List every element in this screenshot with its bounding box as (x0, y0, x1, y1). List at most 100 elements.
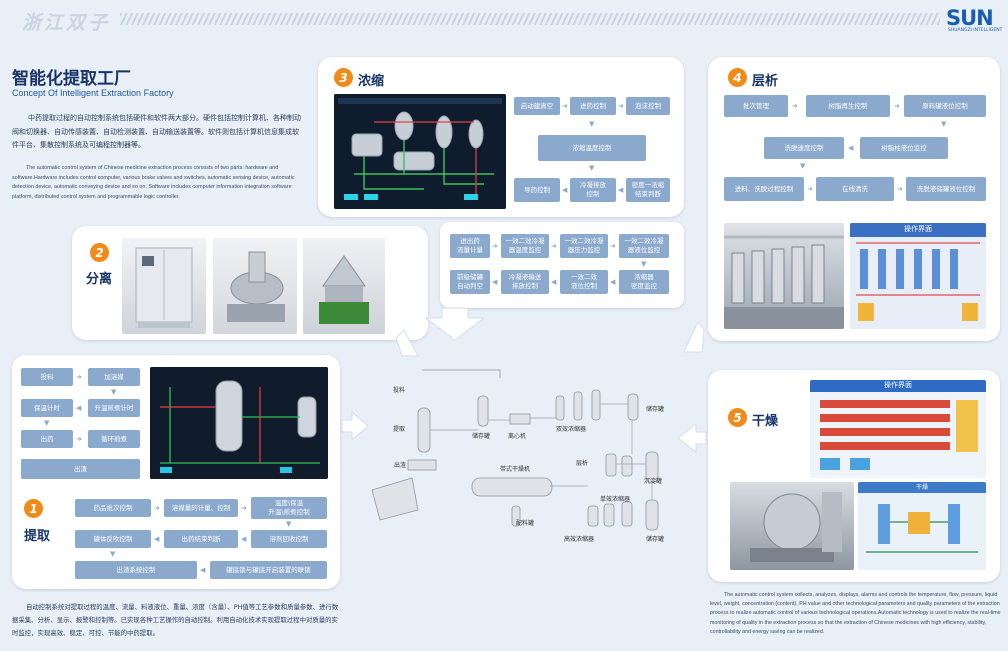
flow-box: 原料罐液位控制 (904, 95, 986, 117)
bottom-description-cn: 自动控制系统对提取过程的温度、流量、料液液位、重量、浓度（含量）、PH值等工艺参… (12, 603, 339, 637)
flow-box: 循环煎煮 (88, 430, 140, 448)
arrow-down-icon: ▼ (111, 388, 117, 396)
arrow-right-icon: ➜ (154, 504, 160, 512)
section-number-badge: 2 (90, 243, 109, 262)
arrow-down-icon: ▼ (286, 520, 292, 528)
section-number-badge: 1 (24, 499, 43, 518)
arrow-down-icon: ▼ (641, 260, 647, 268)
section-number-badge: 4 (728, 68, 747, 87)
flow-box: 冷凝液输送 排放控制 (501, 270, 549, 294)
drying-hmi-screen: 操作界面 (810, 380, 986, 478)
page-header: 浙江双子 SUN SHUANGZI INTELLIGENT (0, 0, 1008, 40)
flow-box: 批次管理 (724, 95, 788, 117)
process-label: 沉淀罐 (644, 478, 663, 485)
flow-box: 树脂柱液位监控 (860, 137, 948, 159)
flow-box: 冷凝排放 控制 (570, 178, 616, 202)
section-separation-card: 2 分离 (72, 226, 428, 340)
arrow-right-icon: ➜ (807, 185, 813, 193)
arrow-right-icon: ➜ (551, 242, 557, 250)
arrow-right-icon: ➜ (897, 185, 903, 193)
flow-box: 温度\保温 升温\煎煮控制 (251, 497, 327, 519)
flow-box: 进出药 流量计量 (450, 234, 490, 258)
process-label: 储存罐 (472, 433, 491, 440)
arrow-left-icon: ◀ (551, 278, 557, 286)
section-title-drying: 干燥 (752, 414, 779, 429)
screen-title: 操作界面 (904, 225, 932, 233)
flow-box: 导药控制 (514, 178, 560, 202)
process-label: 层析 (576, 460, 589, 467)
arrow-left-icon: ◀ (562, 186, 568, 194)
flow-box: 罐体反吹控制 (75, 530, 151, 548)
concentrate-flow-panel: 进出药 流量计量 ➜ 一效二效冷凝 器温度监控 ➜ 一效二效冷凝 器压力监控 ➜… (440, 222, 684, 308)
section-extraction-card: 投料 ➜ 加溶媒 ▼ 保温计时 ◀ 升温煎煮计时 ▼ 出药 ➜ 循环煎煮 出渣 … (12, 355, 340, 589)
centrifuge-photo (213, 238, 297, 334)
flow-box: 出渣系统控制 (75, 561, 197, 579)
chromatography-plant-photo (724, 223, 844, 329)
dryer-photo (730, 482, 854, 570)
flow-box: 罐底锁与罐底开启装置的联锁 (210, 561, 327, 579)
separator-cabinet-photo (122, 238, 206, 334)
flow-box: 进料、洗脱过程控制 (724, 177, 804, 201)
disc-separator-photo (303, 238, 385, 334)
arrow-down-icon: ▼ (110, 550, 116, 558)
process-label: 储存罐 (646, 406, 665, 413)
page-title: 智能化提取工厂 (12, 69, 131, 89)
flow-box: 溶剂回收控制 (251, 530, 327, 548)
concentrate-scada-screen (334, 94, 506, 209)
intro-paragraph-cn: 中药提取过程的自动控制系统包括硬件和软件两大部分。硬件包括控制计算机、各种制动阀… (12, 114, 301, 149)
process-label: 储存罐 (646, 536, 665, 543)
arrow-left-icon: ◀ (241, 535, 247, 543)
process-label: 单效浓缩器 (600, 496, 631, 503)
process-label: 带式干燥机 (500, 466, 531, 473)
arrow-left-icon: ◀ (492, 278, 498, 286)
intro-paragraph-en: The automatic control system of Chinese … (12, 165, 295, 200)
process-label: 高效浓缩器 (564, 536, 595, 543)
arrow-down-icon: ▼ (44, 419, 50, 427)
screen-title: 操作界面 (884, 381, 912, 389)
flow-box: 一效二效冷凝 器温度监控 (501, 234, 549, 258)
flow-box: 浓缩温度控制 (538, 135, 646, 161)
flow-box: 出药 (21, 430, 73, 448)
flow-box: 一效二效 液位控制 (560, 270, 608, 294)
process-flow-diagram: 投料 提取 出渣 储存罐 离心机 双效浓缩器 储存罐 层析 沉淀罐 带式干燥机 … (360, 360, 680, 560)
arrow-down-icon: ▼ (589, 120, 595, 128)
flow-box: 洗脱速度控制 (764, 137, 844, 159)
arrow-down-icon: ▼ (941, 120, 947, 128)
flow-box: 出渣 (21, 459, 140, 479)
chromatography-hmi-screen: 操作界面 (850, 223, 986, 329)
flow-box: 洗脱液储罐液位控制 (906, 177, 986, 201)
process-label: 配料罐 (516, 520, 535, 527)
section-title-concentrate: 浓缩 (358, 74, 385, 89)
flow-box: 进药控制 (570, 97, 616, 115)
arrow-left-icon: ◀ (200, 566, 206, 574)
arrow-down-icon: ▼ (589, 164, 595, 172)
sun-logo: SUN SHUANGZI INTELLIGENT (946, 6, 1003, 33)
arrow-left-icon: ◀ (618, 186, 624, 194)
arrow-left-icon: ◀ (848, 144, 854, 152)
arrow-right-icon: ➜ (792, 102, 798, 110)
flow-box: 泡沫控制 (626, 97, 670, 115)
flow-box: 一效二效冷凝 器液位监控 (619, 234, 669, 258)
flow-box: 加溶媒 (88, 368, 140, 386)
process-label: 离心机 (508, 433, 527, 440)
flow-box: 溶媒量的计量、控制 (164, 499, 238, 517)
arrow-right-icon: ➜ (618, 102, 624, 110)
arrow-left-icon: ◀ (76, 404, 82, 412)
section-number-badge: 5 (728, 408, 747, 427)
flow-box: 树脂再生控制 (806, 95, 890, 117)
arrow-right-icon: ➜ (76, 373, 82, 381)
flow-box: 升温煎煮计时 (88, 399, 140, 417)
page-subtitle: Concept Of Intelligent Extraction Factor… (12, 88, 174, 98)
flow-box: 出药结束判断 (164, 530, 238, 548)
arrow-right-icon: ➜ (562, 102, 568, 110)
flow-box: 投料 (21, 368, 73, 386)
screen-title: 干燥 (915, 484, 928, 491)
flow-box: 在线清洗 (816, 177, 894, 201)
process-label: 出渣 (394, 462, 407, 469)
flow-box: 浓缩器 密度监控 (619, 270, 669, 294)
header-hatch-decoration (120, 13, 940, 25)
arrow-right-icon: ➜ (492, 242, 498, 250)
flow-box: 保温计时 (21, 399, 73, 417)
section-drying-card: 5 干燥 操作界面 干燥 (708, 370, 1000, 582)
dryer-hmi-screen: 干燥 (858, 482, 986, 570)
